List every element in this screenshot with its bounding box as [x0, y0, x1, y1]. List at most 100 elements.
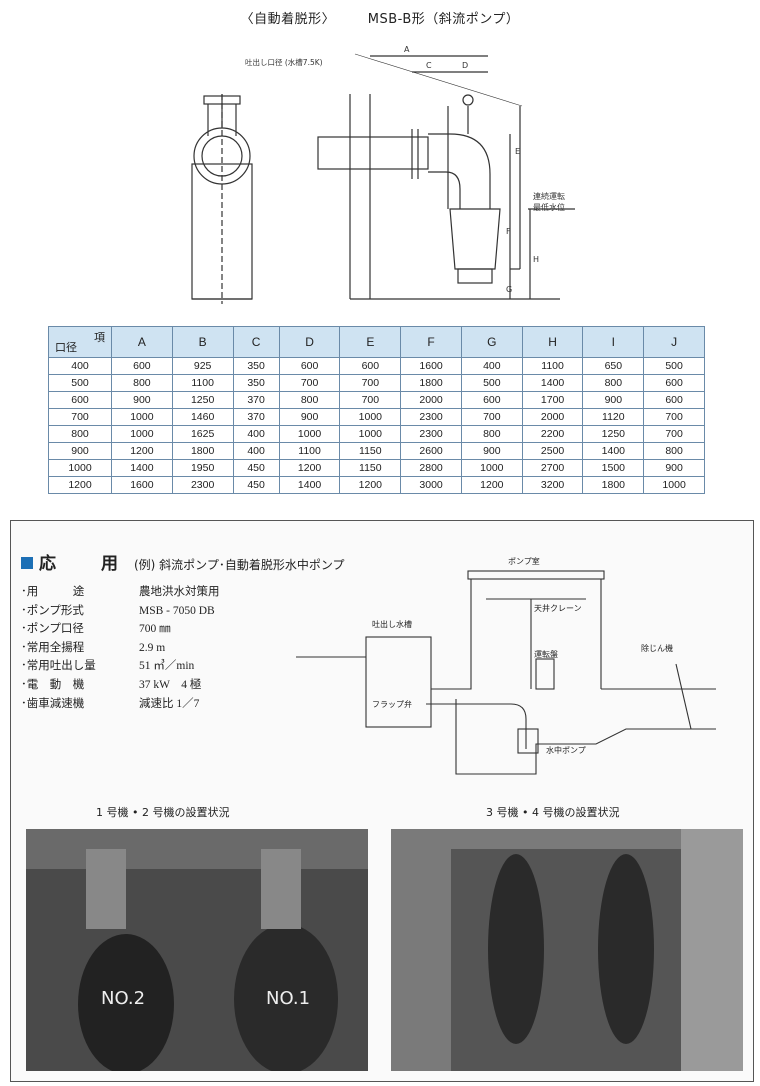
page-title: 〈自動着脱形〉 MSB-B形（斜流ポンプ） — [0, 8, 760, 27]
application-panel: 応 用 (例) 斜流ポンプ･自動着脱形水中ポンプ ･用 途農地洪水対策用･ポンプ… — [10, 520, 754, 1082]
application-heading: 応 用 (例) 斜流ポンプ･自動着脱形水中ポンプ — [21, 549, 344, 574]
svg-text:E: E — [515, 147, 520, 156]
table-cell: 2800 — [400, 459, 462, 477]
table-cell: 800 — [278, 391, 341, 409]
table-cell: 900 — [111, 391, 173, 409]
pump-station-section-figure: ポンプ室 天井クレーン 運転盤 吐出し水槽 除じん機 フラップ弁 水中ポンプ — [296, 556, 716, 775]
row-header-diameter: 1200 — [48, 476, 112, 494]
corner-top-label: 項 — [94, 332, 105, 344]
table-cell: 800 — [111, 374, 173, 392]
svg-text:NO.1: NO.1 — [266, 988, 310, 1009]
table-cell: 1600 — [400, 357, 462, 375]
spec-value: 37 kW 4 極 — [139, 678, 202, 691]
table-cell: 900 — [582, 391, 645, 409]
photo-units-3-4 — [391, 829, 743, 1071]
svg-text:NO.2: NO.2 — [101, 988, 145, 1009]
table-cell: 350 — [232, 357, 280, 375]
table-cell: 1000 — [111, 408, 173, 426]
table-cell: 600 — [643, 374, 705, 392]
table-cell: 1700 — [521, 391, 584, 409]
svg-text:F: F — [506, 227, 511, 236]
table-cell: 600 — [460, 391, 523, 409]
title-right: MSB-B形（斜流ポンプ） — [367, 12, 520, 27]
table-cell: 600 — [643, 391, 705, 409]
svg-text:H: H — [533, 255, 539, 264]
table-cell: 1400 — [582, 442, 645, 460]
table-cell: 1200 — [460, 476, 523, 494]
svg-text:水中ポンプ: 水中ポンプ — [546, 745, 586, 755]
table-cell: 900 — [643, 459, 705, 477]
table-cell: 1600 — [111, 476, 173, 494]
column-header: D — [278, 326, 341, 358]
column-header: B — [171, 326, 234, 358]
table-cell: 1950 — [171, 459, 234, 477]
table-header-row: 項 口径 A B C D E F G H I J — [48, 326, 705, 358]
column-header: E — [339, 326, 402, 358]
table-cell: 1000 — [111, 425, 173, 443]
table-cell: 700 — [278, 374, 341, 392]
table-cell: 650 — [582, 357, 645, 375]
table-cell: 400 — [232, 425, 280, 443]
table-cell: 1150 — [339, 442, 402, 460]
row-header-diameter: 600 — [48, 391, 112, 409]
svg-text:除じん機: 除じん機 — [641, 643, 673, 653]
spec-value: 減速比 1／7 — [139, 697, 200, 710]
table-cell: 1400 — [521, 374, 584, 392]
photo-units-1-2: NO.2 NO.1 — [26, 829, 368, 1071]
table-cell: 700 — [643, 408, 705, 426]
table-cell: 2300 — [171, 476, 234, 494]
row-header-diameter: 900 — [48, 442, 112, 460]
svg-text:運転盤: 運転盤 — [534, 649, 558, 659]
table-cell: 1000 — [643, 476, 705, 494]
svg-text:D: D — [462, 61, 468, 70]
spec-row: ･歯車減速機減速比 1／7 — [21, 695, 220, 714]
table-cell: 1150 — [339, 459, 402, 477]
spec-row: ･ポンプ形式 MSB - 7050 DB — [21, 602, 220, 621]
spec-label: ･常用吐出し量 — [21, 660, 96, 673]
svg-text:G: G — [506, 285, 512, 294]
spec-value: 700 ㎜ — [139, 623, 171, 636]
table-cell: 1250 — [582, 425, 645, 443]
column-header: A — [111, 326, 173, 358]
spec-row: ･用 途農地洪水対策用 — [21, 583, 220, 602]
row-header-diameter: 700 — [48, 408, 112, 426]
table-cell: 700 — [339, 391, 402, 409]
table-cell: 2200 — [521, 425, 584, 443]
table-cell: 500 — [643, 357, 705, 375]
svg-text:ポンプ室: ポンプ室 — [508, 556, 540, 566]
svg-text:吐出し水槽: 吐出し水槽 — [372, 619, 412, 629]
table-cell: 400 — [460, 357, 523, 375]
table-cell: 2700 — [521, 459, 584, 477]
table-cell: 1000 — [460, 459, 523, 477]
table-corner-cell: 項 口径 — [48, 326, 112, 358]
table-cell: 1400 — [111, 459, 173, 477]
table-cell: 2600 — [400, 442, 462, 460]
heading-square-icon — [21, 557, 33, 569]
table-cell: 2500 — [521, 442, 584, 460]
spec-label: ･常用全揚程 — [21, 641, 85, 654]
row-header-diameter: 1000 — [48, 459, 112, 477]
application-title: 応 用 — [39, 554, 132, 574]
application-subtitle: (例) 斜流ポンプ･自動着脱形水中ポンプ — [134, 558, 345, 572]
table-cell: 800 — [582, 374, 645, 392]
table-cell: 3000 — [400, 476, 462, 494]
dimension-drawing: A C D E F G H 吐出し口径 (水槽7.5K) 連続運転 最低水位 — [191, 45, 575, 304]
table-cell: 1250 — [171, 391, 234, 409]
spec-label: ･ポンプ形式 — [21, 604, 84, 617]
table-cell: 800 — [460, 425, 523, 443]
table-cell: 1120 — [582, 408, 645, 426]
table-cell: 450 — [232, 476, 280, 494]
table-cell: 1200 — [278, 459, 341, 477]
spec-value: MSB - 7050 DB — [139, 604, 215, 617]
column-header: C — [232, 326, 280, 358]
